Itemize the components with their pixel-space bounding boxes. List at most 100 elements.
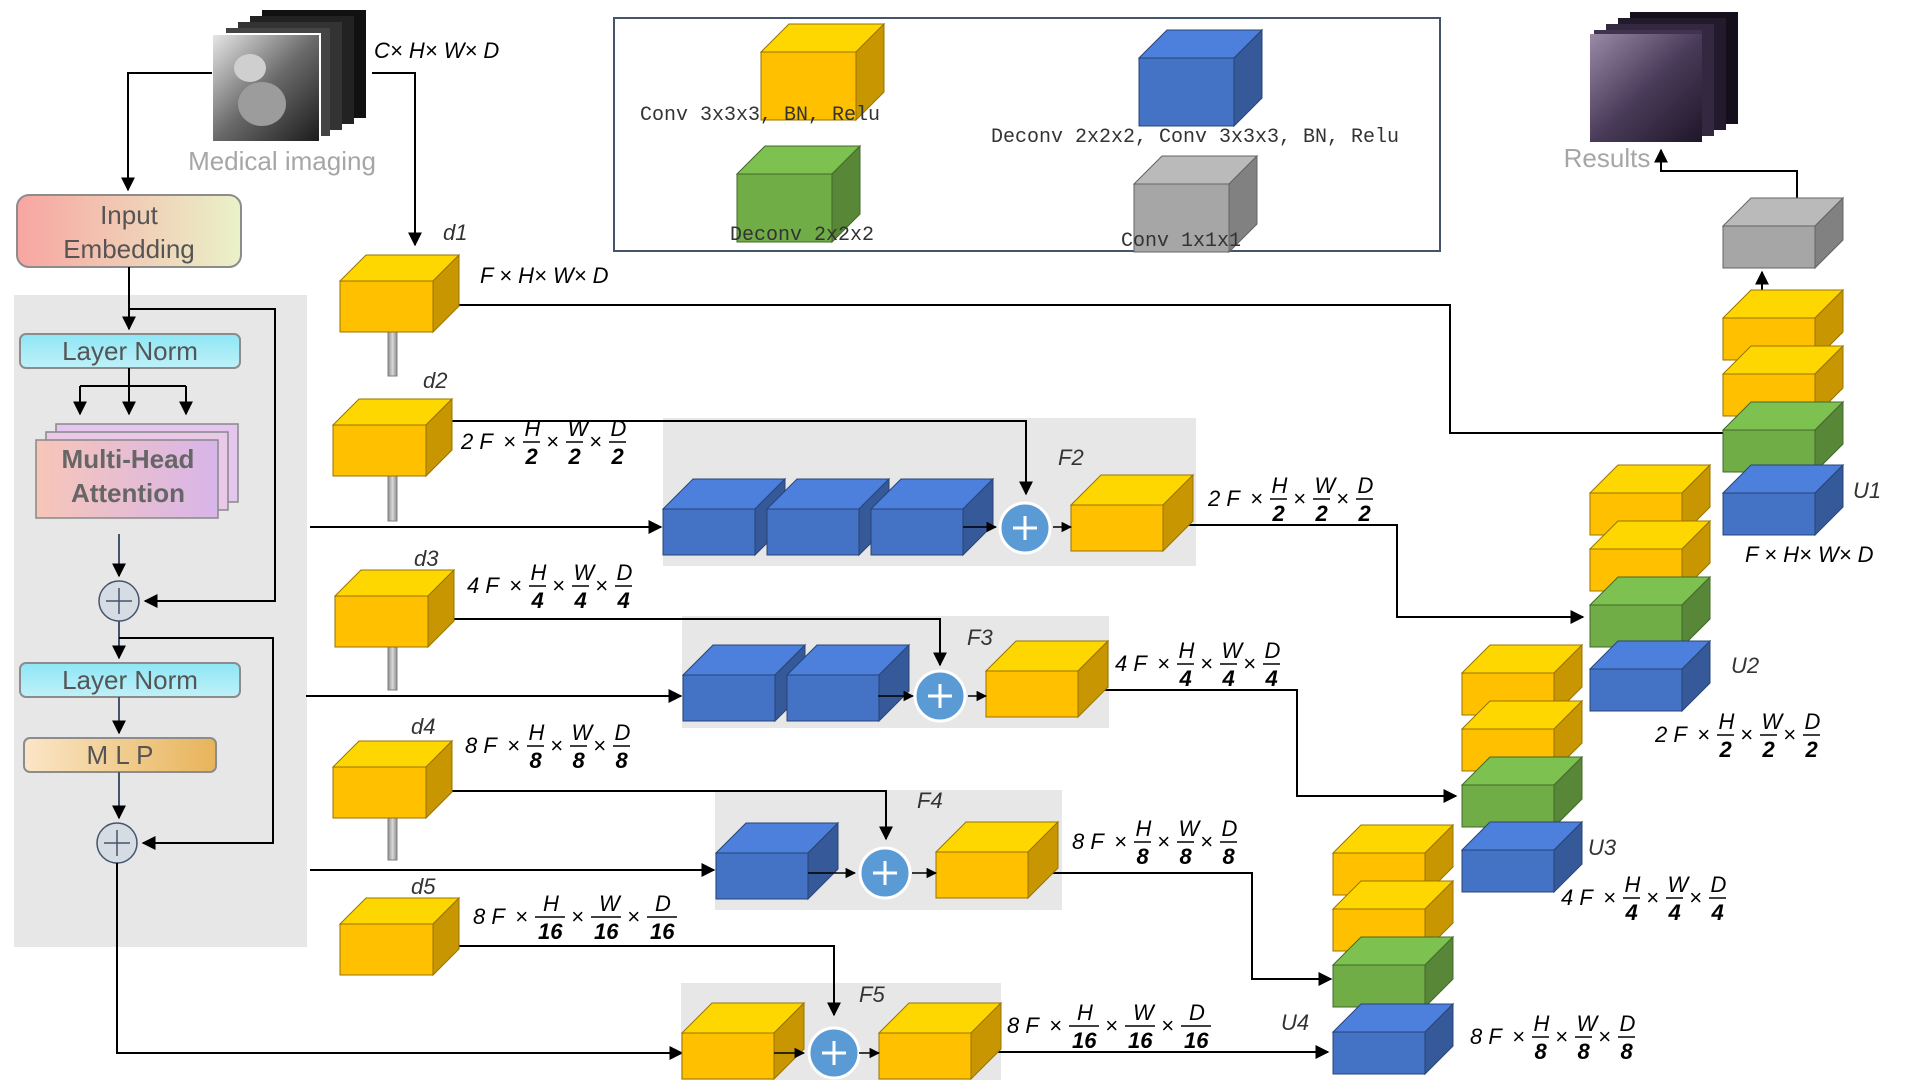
- plus-f5: [807, 1026, 861, 1080]
- dims-d3-times-2: ×: [595, 573, 608, 598]
- dims-U4-times-1: ×: [1555, 1024, 1568, 1049]
- cube-u4-stack-deconv: [1331, 935, 1455, 1009]
- dims-d5-channels: 8 F: [473, 904, 506, 929]
- dims-F2-hd: 2: [1272, 501, 1286, 526]
- dims-d2-times-1: ×: [546, 429, 559, 454]
- dims-U2-h: H: [1719, 709, 1735, 734]
- dims-F2-times-2: ×: [1336, 486, 1349, 511]
- dims-F3-h: H: [1179, 638, 1195, 663]
- dims-d4-d: D: [615, 720, 631, 745]
- fusion-inner-arrows: [774, 521, 1073, 1059]
- dims-d5-hd: 16: [538, 919, 563, 944]
- dims-F3-w: W: [1222, 638, 1245, 663]
- dims-d3-channels: 4 F: [467, 573, 500, 598]
- dims-d5-wd: 16: [594, 919, 619, 944]
- dims-U4-channels: 8 F: [1470, 1024, 1503, 1049]
- legend-deconv-conv-cube: [1137, 28, 1264, 128]
- dims-F4-times-1: ×: [1157, 829, 1170, 854]
- dims-F4-times-2: ×: [1200, 829, 1213, 854]
- dims-U3-hd: 4: [1625, 900, 1638, 925]
- cube-d3: [333, 568, 456, 649]
- label-u3: U3: [1588, 835, 1617, 860]
- cube-f2-deconv-3: [869, 477, 995, 557]
- dims-F2-d: D: [1358, 473, 1374, 498]
- cube-d1: [338, 253, 461, 334]
- dims-U3-times-0: ×: [1603, 885, 1616, 910]
- dims-U2-times-1: ×: [1740, 722, 1753, 747]
- dims-U4-times-0: ×: [1512, 1024, 1525, 1049]
- dims-d3-hd: 4: [531, 588, 544, 613]
- legend-deconv-label: Deconv 2x2x2: [730, 224, 874, 247]
- cube-final-conv1: [1721, 196, 1845, 270]
- residual-add-2: [96, 822, 138, 864]
- dims-d4-hd: 8: [530, 748, 543, 773]
- dims-d2-dd: 2: [611, 444, 625, 469]
- label-f5: F5: [859, 982, 885, 1007]
- dims-d5-times-1: ×: [571, 904, 584, 929]
- plus-f4: [858, 846, 912, 900]
- dims-d3-w: W: [574, 560, 597, 585]
- dims-d4-channels: 8 F: [465, 733, 498, 758]
- dims-F3-times-1: ×: [1200, 651, 1213, 676]
- legend-conv-label: Conv 3x3x3, BN, Relu: [640, 104, 880, 127]
- label-d5: d5: [411, 874, 436, 899]
- dims-d5-w: W: [599, 891, 622, 916]
- dims-d4-times-1: ×: [550, 733, 563, 758]
- dims-U2-wd: 2: [1762, 737, 1776, 762]
- cube-layer: [331, 196, 1845, 1080]
- residual-add-1: [98, 580, 140, 622]
- dims-U4-wd: 8: [1578, 1039, 1591, 1064]
- dims-d4-h: H: [529, 720, 545, 745]
- downsample-shafts: [387, 327, 398, 861]
- dims-F5-times-2: ×: [1161, 1013, 1174, 1038]
- dims-d3-wd: 4: [574, 588, 587, 613]
- dims-d2-d: D: [611, 416, 627, 441]
- dims-U4-hd: 8: [1535, 1039, 1548, 1064]
- dims-U4-h: H: [1534, 1011, 1550, 1036]
- dims-F4-wd: 8: [1180, 844, 1193, 869]
- cube-d4: [331, 739, 454, 820]
- legend-deconv-conv-label: Deconv 2x2x2, Conv 3x3x3, BN, Relu: [991, 126, 1399, 149]
- dims-d5-d: D: [655, 891, 671, 916]
- cube-d5: [338, 896, 461, 977]
- layer-norm-2-label: Layer Norm: [62, 665, 198, 695]
- label-f3: F3: [967, 625, 993, 650]
- dims-F5-dd: 16: [1184, 1028, 1209, 1053]
- dims-d4-dd: 8: [616, 748, 629, 773]
- dims-F3-dd: 4: [1265, 666, 1278, 691]
- label-d4: d4: [411, 714, 435, 739]
- label-d3: d3: [414, 546, 439, 571]
- dims-F5-wd: 16: [1128, 1028, 1153, 1053]
- dims-F4-hd: 8: [1137, 844, 1150, 869]
- dims-d4-w: W: [572, 720, 595, 745]
- dims-U3-times-1: ×: [1646, 885, 1659, 910]
- cube-f2-conv: [1069, 473, 1195, 553]
- input-embedding-line1: Input: [100, 200, 159, 230]
- input-dims: C× H× W× D: [374, 38, 499, 63]
- cube-u1-stack-conv-2: [1721, 344, 1845, 418]
- cube-u4: [1331, 1002, 1455, 1076]
- legend-conv1-label: Conv 1x1x1: [1121, 230, 1241, 253]
- cube-u3-stack-conv-1: [1460, 643, 1584, 717]
- dims-U4-times-2: ×: [1598, 1024, 1611, 1049]
- dims-U3-dd: 4: [1711, 900, 1724, 925]
- dims-F2-w: W: [1315, 473, 1338, 498]
- dims-d2-channels: 2 F: [460, 429, 494, 454]
- dims-U4-dd: 8: [1621, 1039, 1634, 1064]
- d1-dims: F × H× W× D: [480, 263, 609, 288]
- dims-F4-channels: 8 F: [1072, 829, 1105, 854]
- dims-F2-wd: 2: [1315, 501, 1329, 526]
- dims-U3-times-2: ×: [1689, 885, 1702, 910]
- dims-U2-dd: 2: [1805, 737, 1819, 762]
- input-caption: Medical imaging: [188, 146, 376, 176]
- encoder-panel: [14, 295, 307, 947]
- dims-U3-w: W: [1668, 872, 1691, 897]
- input-embedding-line2: Embedding: [63, 234, 195, 264]
- u1-dims: F × H× W× D: [1745, 542, 1874, 567]
- label-u1: U1: [1853, 478, 1881, 503]
- input-to-d1-arrow: [372, 72, 422, 247]
- cube-u1: [1721, 463, 1845, 537]
- cube-u1-stack-deconv: [1721, 400, 1845, 474]
- dims-d2-times-0: ×: [503, 429, 516, 454]
